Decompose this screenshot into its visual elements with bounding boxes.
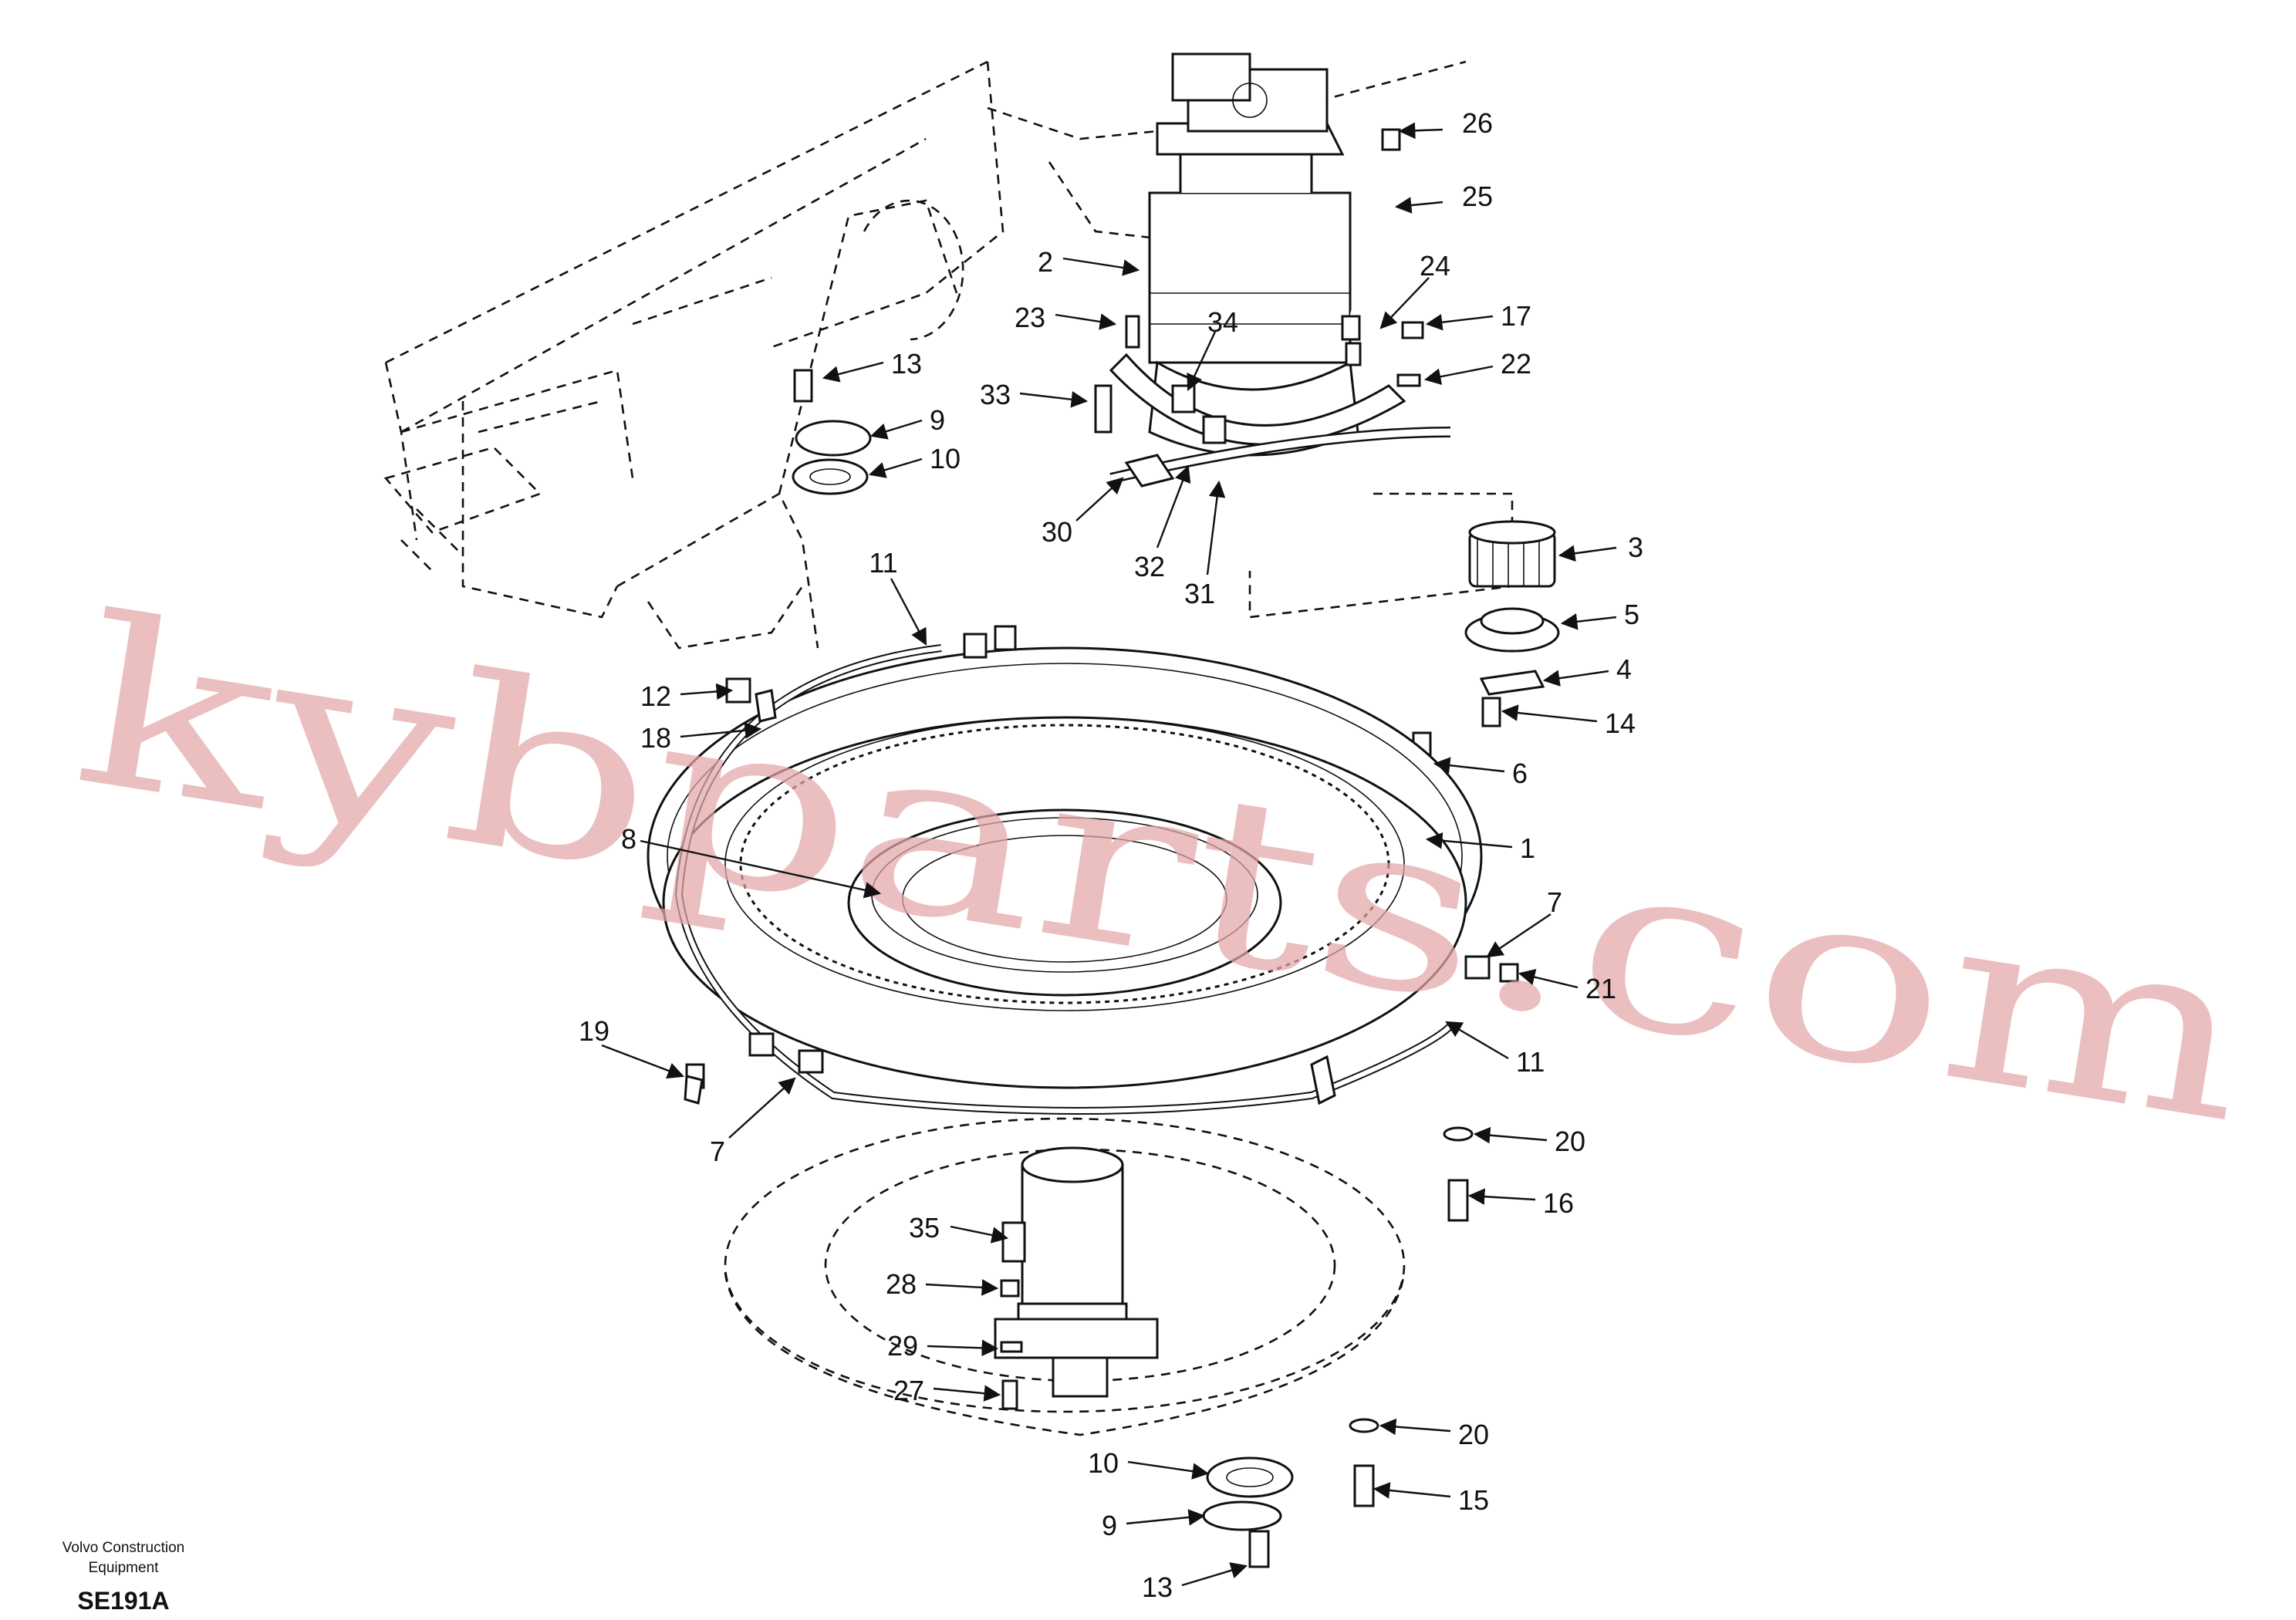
callout-label-8: 8 — [621, 823, 636, 855]
callout-label-14: 14 — [1605, 707, 1636, 739]
callout-leader-6 — [1433, 757, 1505, 774]
callout-label-25: 25 — [1462, 181, 1493, 212]
lower-ring-outline — [724, 1117, 1406, 1436]
callout-leader-4 — [1542, 670, 1609, 687]
callout-leader-15 — [1373, 1482, 1451, 1499]
callout-label-23: 23 — [1015, 302, 1045, 333]
callout-label-9: 9 — [1102, 1510, 1117, 1541]
callout-leader-9 — [869, 419, 923, 440]
callout-label-16: 16 — [1543, 1187, 1574, 1219]
callout-label-27: 27 — [893, 1375, 924, 1406]
callout-leader-19 — [601, 1044, 685, 1079]
callout-leader-28 — [925, 1279, 999, 1296]
callout-label-29: 29 — [887, 1330, 918, 1362]
callout-label-22: 22 — [1501, 348, 1531, 380]
center-joint — [994, 1146, 1159, 1410]
callout-leader-3 — [1558, 545, 1617, 562]
callout-label-3: 3 — [1628, 532, 1643, 563]
callout-leader-33 — [1019, 391, 1089, 408]
callout-leader-21 — [1518, 969, 1578, 989]
callout-label-2: 2 — [1038, 246, 1053, 278]
callout-leader-31 — [1206, 480, 1226, 575]
callout-label-10: 10 — [1088, 1447, 1119, 1479]
callout-leader-5 — [1560, 613, 1617, 630]
callout-label-7: 7 — [710, 1136, 725, 1167]
callout-leader-25 — [1394, 197, 1443, 214]
callout-leader-10 — [1127, 1460, 1210, 1480]
callout-label-5: 5 — [1624, 599, 1639, 630]
brand-line-1: Volvo Construction — [62, 1540, 184, 1556]
callout-leader-29 — [927, 1339, 999, 1357]
callout-label-35: 35 — [909, 1212, 940, 1244]
pinion-parts — [1412, 520, 1560, 796]
callout-leader-17 — [1425, 314, 1494, 331]
callout-leader-10 — [868, 457, 923, 478]
callout-leader-18 — [680, 722, 762, 739]
callout-label-17: 17 — [1501, 300, 1531, 332]
callout-label-10: 10 — [930, 443, 961, 474]
callout-label-18: 18 — [640, 722, 671, 754]
callout-label-33: 33 — [980, 379, 1011, 410]
swing-motor — [1109, 52, 1406, 457]
callout-label-12: 12 — [640, 680, 671, 712]
callout-leader-22 — [1423, 365, 1494, 385]
callout-label-21: 21 — [1585, 973, 1616, 1004]
callout-label-11: 11 — [869, 547, 897, 579]
callout-leader-1 — [1425, 832, 1513, 849]
upper-bolts — [792, 315, 1424, 495]
callout-leader-32 — [1156, 464, 1191, 548]
callout-leader-13 — [822, 361, 884, 383]
callout-label-26: 26 — [1462, 107, 1493, 139]
callout-leader-11 — [890, 578, 927, 646]
callout-label-34: 34 — [1207, 306, 1238, 338]
callout-leader-7 — [1486, 913, 1551, 958]
callout-leader-23 — [1055, 313, 1117, 330]
callout-leader-27 — [933, 1385, 1001, 1402]
callout-label-13: 13 — [891, 348, 922, 380]
callout-leader-30 — [1075, 477, 1124, 521]
callout-label-19: 19 — [579, 1015, 609, 1047]
callout-leader-12 — [680, 683, 734, 700]
callout-leader-20 — [1379, 1418, 1451, 1436]
callout-leader-9 — [1126, 1509, 1206, 1526]
callout-label-1: 1 — [1520, 832, 1535, 864]
callout-label-28: 28 — [886, 1268, 917, 1300]
callout-label-30: 30 — [1042, 516, 1072, 548]
callout-label-31: 31 — [1184, 578, 1215, 609]
callout-label-9: 9 — [930, 404, 945, 436]
callout-label-20: 20 — [1458, 1419, 1489, 1450]
callout-leader-13 — [1181, 1562, 1248, 1587]
callout-label-15: 15 — [1458, 1484, 1489, 1516]
slewing-ring — [647, 646, 1483, 1089]
grease-lines — [674, 625, 1519, 1115]
callout-leader-20 — [1473, 1126, 1548, 1144]
callout-label-13: 13 — [1142, 1571, 1173, 1603]
callout-leader-7 — [728, 1077, 796, 1139]
callout-label-11: 11 — [1516, 1046, 1545, 1078]
callout-label-32: 32 — [1134, 551, 1165, 582]
callout-leader-11 — [1445, 1021, 1509, 1060]
callout-label-7: 7 — [1547, 886, 1562, 918]
callout-label-20: 20 — [1555, 1126, 1585, 1157]
callout-leader-24 — [1379, 277, 1430, 329]
callout-label-4: 4 — [1616, 653, 1632, 685]
callout-leader-35 — [950, 1225, 1009, 1244]
callout-leader-34 — [1187, 331, 1217, 391]
callout-label-6: 6 — [1512, 758, 1528, 789]
callout-leader-8 — [640, 839, 882, 899]
hose-assembly — [1109, 128, 1451, 484]
callout-leader-2 — [1062, 257, 1140, 276]
callout-label-24: 24 — [1420, 250, 1450, 282]
callout-leader-26 — [1398, 122, 1443, 140]
callout-leader-14 — [1501, 704, 1598, 723]
figure-code: SE191A — [77, 1587, 169, 1615]
callout-leader-16 — [1467, 1188, 1536, 1205]
brand-line-2: Equipment — [89, 1560, 160, 1576]
lower-fasteners — [684, 1075, 1474, 1568]
callout-leaders — [601, 122, 1617, 1587]
